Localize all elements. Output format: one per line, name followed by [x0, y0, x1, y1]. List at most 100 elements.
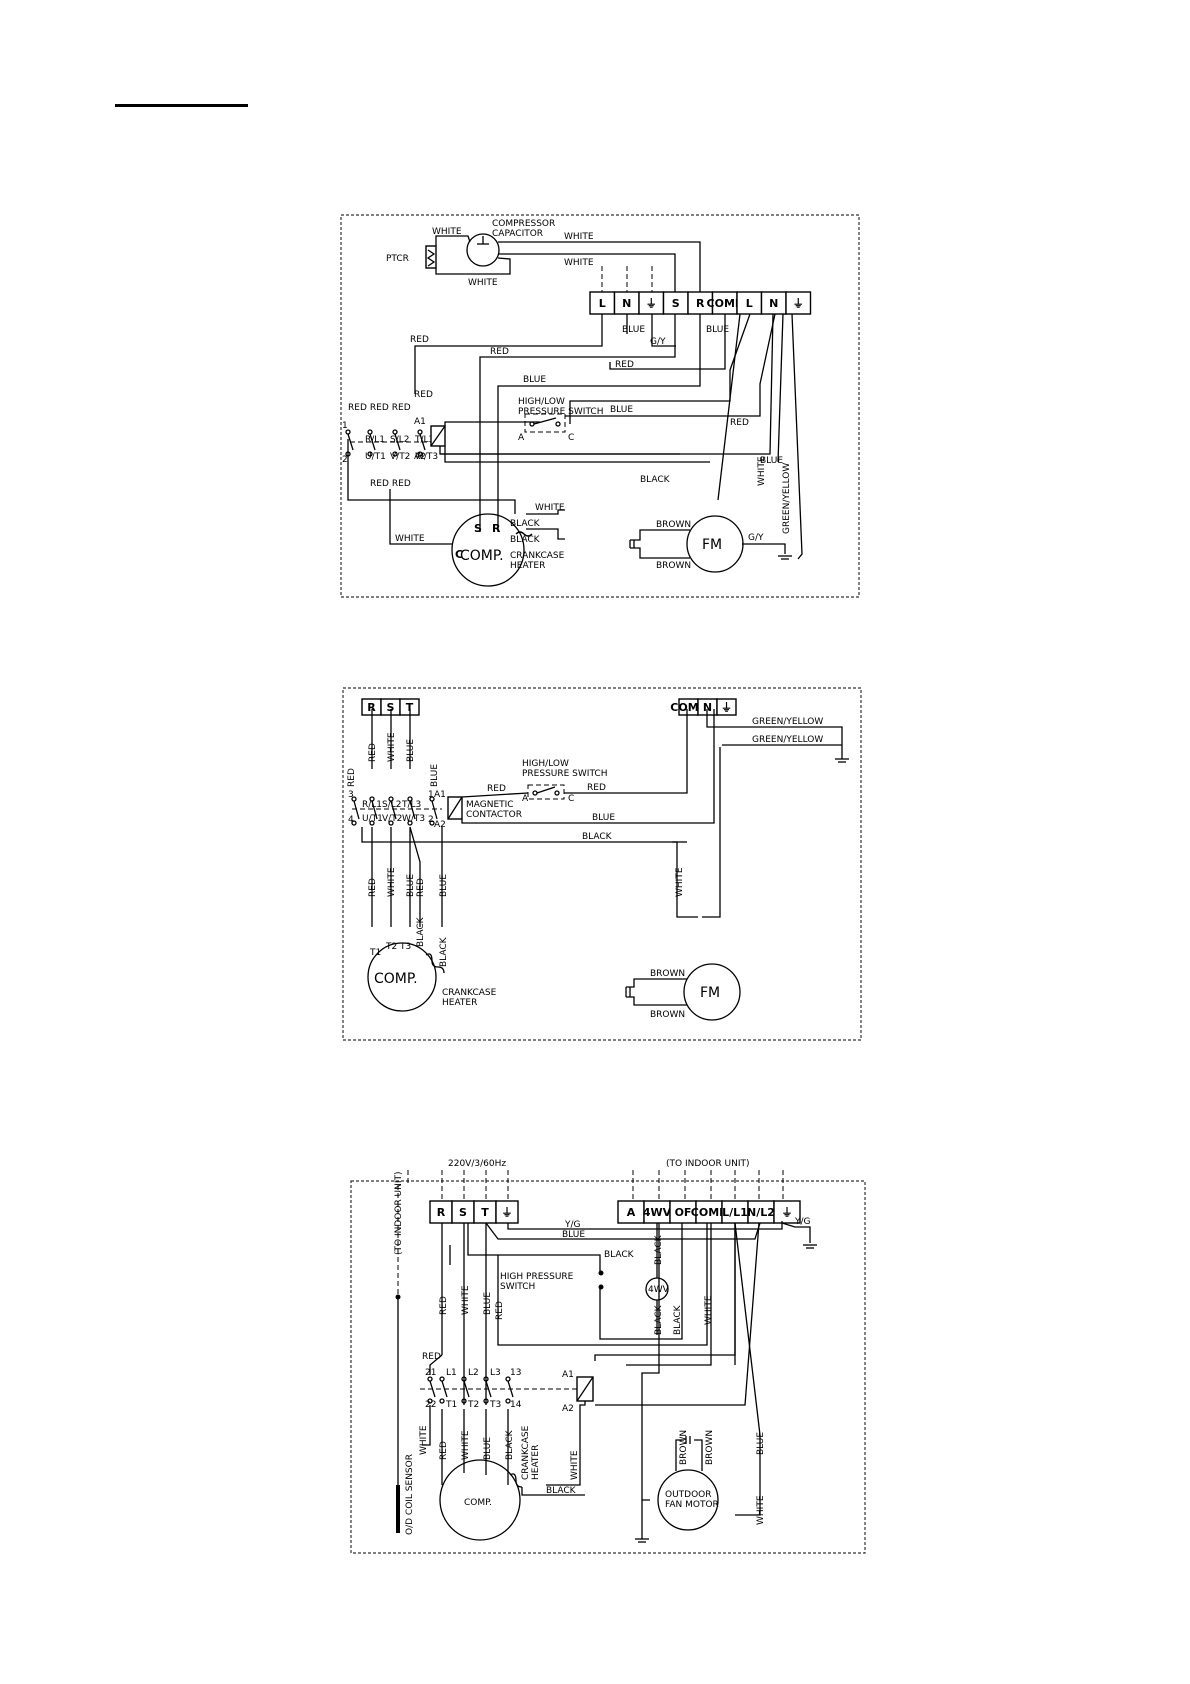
wire-label-white-3: WHITE: [564, 258, 594, 268]
svg-text:BLUE: BLUE: [406, 874, 416, 897]
svg-text:4: 4: [348, 815, 354, 825]
wire-label-white-4: WHITE: [468, 278, 498, 288]
od-coil-sensor: (TO INDOOR UNIT) O/D COIL SENSOR: [394, 1171, 415, 1535]
svg-text:4WV: 4WV: [643, 1206, 672, 1219]
svg-text:BLACK: BLACK: [582, 832, 613, 842]
svg-text:WHITE: WHITE: [704, 1295, 714, 1325]
svg-text:S: S: [474, 522, 482, 535]
svg-text:N/L2: N/L2: [747, 1206, 775, 1219]
crankcase-heater-2-coil: [425, 953, 445, 974]
svg-text:21: 21: [425, 1368, 436, 1378]
svg-text:A2: A2: [434, 820, 446, 830]
terminal-4wv-1: 4WV: [643, 1200, 672, 1224]
contact-pole-2: [369, 796, 378, 826]
svg-text:3: 3: [348, 790, 354, 800]
svg-text:T3: T3: [489, 1400, 501, 1410]
svg-text:O/D COIL SENSOR: O/D COIL SENSOR: [405, 1454, 415, 1535]
svg-text:N: N: [622, 297, 631, 310]
wire-label-gy-tb1: G/Y: [650, 337, 666, 347]
svg-text:BLACK: BLACK: [604, 1250, 635, 1260]
svg-text:R/L1: R/L1: [365, 435, 385, 445]
svg-text:BROWN: BROWN: [650, 969, 685, 979]
svg-text:WHITE: WHITE: [675, 867, 685, 897]
svg-text:WHITE: WHITE: [419, 1425, 429, 1455]
crankcase-heater-3-label: CRANKCASEHEATER: [521, 1425, 541, 1480]
svg-text:V/T2: V/T2: [390, 452, 410, 462]
svg-text:BLUE: BLUE: [483, 1437, 493, 1460]
ptcr-label: PTCR: [386, 254, 409, 264]
wire-label-blue-tb2: BLUE: [706, 325, 729, 335]
svg-text:N: N: [769, 297, 778, 310]
svg-text:GREEN/YELLOW: GREEN/YELLOW: [782, 463, 792, 534]
svg-text:WHITE: WHITE: [756, 1495, 766, 1525]
terminal-nl2-5: N/L2: [747, 1200, 775, 1224]
svg-text:V/T2: V/T2: [382, 814, 402, 824]
svg-text:W/T3: W/T3: [415, 452, 438, 462]
contactor-3: RED 21 22 L1 L2 L3 13 T1 T2 T3 14 A1 A2 …: [419, 1352, 594, 1486]
svg-text:22: 22: [425, 1400, 436, 1410]
compressor-1: COMP. S R C WHITE WHITE BLACK BLACK CRAN…: [347, 439, 565, 587]
compressor-label: COMP.: [460, 548, 504, 564]
svg-text:BLUE: BLUE: [406, 739, 416, 762]
svg-text:2: 2: [342, 455, 348, 465]
contact-pole-4: [417, 429, 426, 457]
terminal-s-3: S: [662, 291, 689, 315]
svg-text:T/L3: T/L3: [401, 800, 421, 810]
four-way-valve: 4WV BLACK BLACK BLACK: [645, 1223, 683, 1335]
svg-text:U/T1: U/T1: [362, 814, 383, 824]
svg-text:BLACK: BLACK: [510, 535, 541, 545]
svg-text:RED: RED: [495, 1301, 505, 1320]
terminal-n-1: N: [613, 291, 640, 315]
terminal-comp-3: COMP: [691, 1200, 727, 1224]
svg-text:RED: RED: [347, 768, 357, 787]
svg-text:2: 2: [428, 815, 434, 825]
contact-pole-3: [392, 429, 401, 457]
contact-pole-4: [483, 1376, 492, 1404]
svg-text:BLUE: BLUE: [756, 1432, 766, 1455]
fan-motor-2-label: FM: [700, 985, 720, 1001]
svg-text:COMP: COMP: [691, 1206, 727, 1219]
svg-text:WHITE: WHITE: [461, 1285, 471, 1315]
svg-text:GREEN/YELLOW: GREEN/YELLOW: [752, 735, 823, 745]
svg-text:R: R: [367, 701, 376, 714]
svg-text:W/T3: W/T3: [402, 814, 425, 824]
wire-label-blue-2: BLUE: [610, 405, 633, 415]
svg-text:A2: A2: [414, 452, 426, 462]
contact-pole-3: [461, 1376, 470, 1404]
wire-label-white-2: WHITE: [564, 232, 594, 242]
svg-text:A: A: [627, 1206, 636, 1219]
svg-text:T3: T3: [399, 942, 411, 952]
terminal-of-2: OF: [669, 1200, 697, 1224]
svg-text:L/L1: L/L1: [722, 1206, 748, 1219]
svg-text:T2: T2: [467, 1400, 479, 1410]
svg-text:S: S: [459, 1206, 467, 1219]
svg-text:WHITE: WHITE: [387, 732, 397, 762]
svg-text:C: C: [455, 548, 463, 561]
compressor-3-label: COMP.: [464, 1498, 492, 1508]
terminal-a-0: A: [617, 1200, 645, 1224]
contact-pole-5: [429, 796, 438, 826]
header-rule: [115, 104, 248, 107]
svg-text:A1: A1: [434, 790, 446, 800]
svg-text:BROWN: BROWN: [656, 520, 691, 530]
svg-text:BROWN: BROWN: [679, 1430, 689, 1465]
svg-text:C: C: [568, 433, 574, 443]
svg-text:BLUE: BLUE: [430, 764, 440, 787]
svg-text:S: S: [387, 701, 395, 714]
svg-text:GREEN/YELLOW: GREEN/YELLOW: [752, 717, 823, 727]
terminal--2: ⏚: [638, 291, 665, 315]
svg-text:WHITE: WHITE: [395, 534, 425, 544]
svg-text:Y/G: Y/G: [794, 1217, 811, 1227]
terminal-comp-5: COMP: [707, 291, 743, 315]
svg-text:⏚: ⏚: [646, 297, 657, 310]
svg-text:BLUE: BLUE: [592, 813, 615, 823]
